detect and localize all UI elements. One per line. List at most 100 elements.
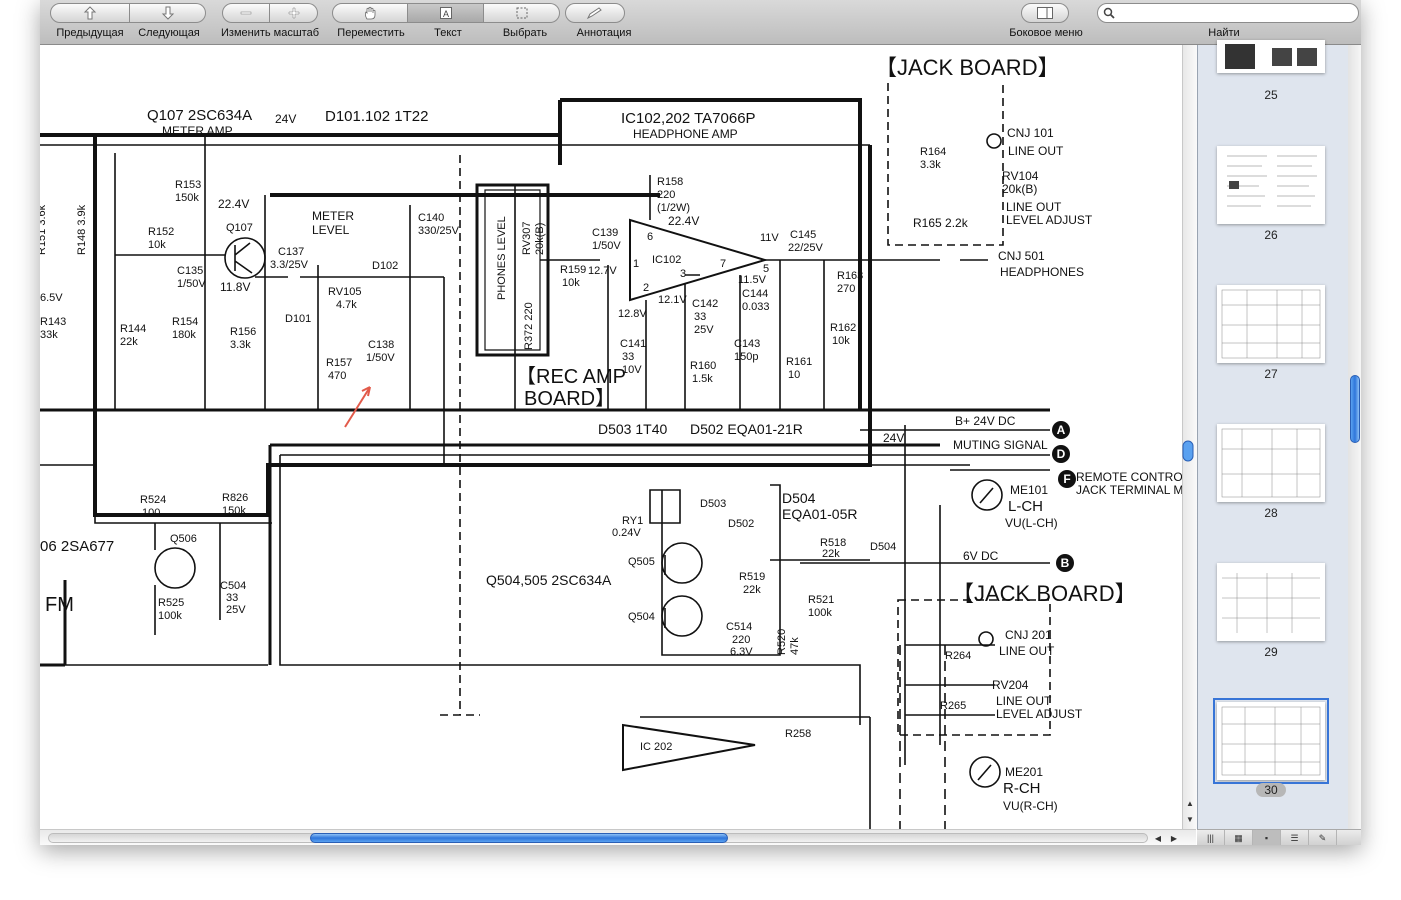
r524-value: 100 [142,507,160,519]
line-out-label: LINE OUT [1008,144,1064,158]
c514-value: 220 [732,634,750,646]
d504-label: D504 [782,490,816,506]
zoom-group [222,3,318,23]
document-horizontal-scrollbar[interactable]: ◀ ▶ [40,829,1196,845]
search-label: Найти [1208,27,1240,39]
page-number-27: 27 [1264,367,1278,381]
page-thumbnail-27[interactable] [1217,285,1325,363]
next-page-button[interactable] [130,3,206,23]
view-thumbnails-icon[interactable]: ▪ [1253,830,1281,845]
toolbar: A Предыдущая Следующая Изменить масштаб … [40,0,1361,45]
v11-label: 11V [760,232,779,244]
move-tool-button[interactable] [332,3,408,23]
r826-value: 150k [222,505,246,517]
rch-label: R-CH [1003,780,1041,797]
annotate-button[interactable] [565,3,625,23]
view-list-icon[interactable]: ☰ [1281,830,1309,845]
r159-value: 10k [562,277,580,289]
me201-label: ME201 [1005,765,1043,779]
q505-label: Q505 [628,556,655,568]
r160-value: 1.5k [692,373,713,385]
rv307-value: 20k(B) [534,223,546,255]
c504-label: C504 [220,580,246,592]
scroll-left-arrow-icon[interactable]: ◀ [1154,833,1162,843]
c142-voltage: 25V [694,324,714,336]
text-tool-button[interactable]: A [408,3,484,23]
r161-label: R161 [786,356,812,368]
ry1-label: RY1 [622,515,643,527]
view-grid-icon[interactable]: ▦ [1225,830,1253,845]
horizontal-scroll-thumb[interactable] [310,833,728,843]
line-out-level-3-label: LINE OUT [996,694,1052,708]
sidebar-toggle-group [1021,3,1069,23]
ic-pin-7: 7 [720,258,726,270]
jack-board-bottom-label: 【JACK BOARD】 [952,581,1137,606]
page-thumbnail-25[interactable] [1217,40,1325,73]
lch-label: L-CH [1008,498,1043,515]
select-tool-button[interactable] [484,3,560,23]
previous-page-button[interactable] [50,3,130,23]
document-vertical-scrollbar[interactable]: ▲ ▼ [1182,45,1197,829]
search-input[interactable] [1118,5,1352,23]
r158-value: 220 [657,189,675,201]
d504-type-label: EQA01-05R [782,506,857,522]
scroll-right-arrow-icon[interactable]: ▶ [1170,833,1178,843]
view-columns-icon[interactable]: ||| [1197,830,1225,845]
v224b-label: 22.4V [668,214,699,228]
r165-label: R165 2.2k [913,216,969,230]
d503b-label: D503 [700,498,726,510]
r520-value: 47k [789,637,801,655]
text-cursor-icon: A [439,7,452,19]
sidebar-splitter-handle[interactable] [1182,440,1194,462]
c141-value: 33 [622,351,634,363]
remote-terminal-label: JACK TERMINAL M [1076,483,1182,497]
cnj101-label: CNJ 101 [1007,126,1054,140]
svg-text:A: A [442,9,448,19]
v65-label: 6.5V [40,292,63,304]
d102-label: D102 [372,260,398,272]
meter-level-label: METER [312,209,354,223]
c138-value: 1/50V [366,352,395,364]
r158-watt: (1/2W) [657,202,690,214]
fm-label: FM [45,594,74,616]
r144-value: 22k [120,336,138,348]
zoom-out-button[interactable] [222,3,270,23]
scroll-up-arrow-icon[interactable]: ▲ [1186,798,1194,808]
d502b-label: D502 [728,518,754,530]
page-thumbnail-29[interactable] [1217,563,1325,641]
page-thumbnail-28[interactable] [1217,424,1325,502]
c137-value: 3.3/25V [270,259,309,271]
line-out-2-label: LINE OUT [999,644,1055,658]
c504-voltage: 25V [226,604,246,616]
r157-label: R157 [326,357,352,369]
view-annotations-icon[interactable]: ✎ [1309,830,1337,845]
sidebar-scroll-thumb[interactable] [1350,375,1360,443]
sidebar-scrollbar[interactable] [1348,45,1361,829]
r154-label: R154 [172,316,198,328]
q506-type-label: 06 2SA677 [40,538,114,555]
page-thumbnail-26[interactable] [1217,146,1325,224]
page-number-26: 26 [1264,228,1278,242]
r258-label: R258 [785,728,811,740]
bplus-label: B+ 24V DC [955,414,1016,428]
headphones-label: HEADPHONES [1000,265,1084,279]
rv204-label: RV204 [992,678,1029,692]
r826-label: R826 [222,492,248,504]
r157-value: 470 [328,370,346,382]
r164-label: R164 [920,146,946,158]
arrow-down-icon [161,6,174,20]
document-view[interactable]: A D F B 【JACK BOARD】 Q107 2SC634A METER … [40,45,1182,829]
zoom-in-button[interactable] [270,3,318,23]
c143-value: 150p [734,351,758,363]
scroll-down-arrow-icon[interactable]: ▼ [1186,814,1194,824]
sidebar-toggle-button[interactable] [1021,3,1069,23]
hand-icon [364,6,376,20]
page-thumbnail-30[interactable] [1213,698,1329,784]
r265-label: R265 [940,700,966,712]
rv104-value: 20k(B) [1002,182,1037,196]
r163-label: R163 [837,270,863,282]
rec-amp-label-2: BOARD】 [524,388,615,410]
meter-level-label-2: LEVEL [312,223,350,237]
ic-pin-2: 2 [643,282,649,294]
v224-label: 22.4V [218,197,249,211]
